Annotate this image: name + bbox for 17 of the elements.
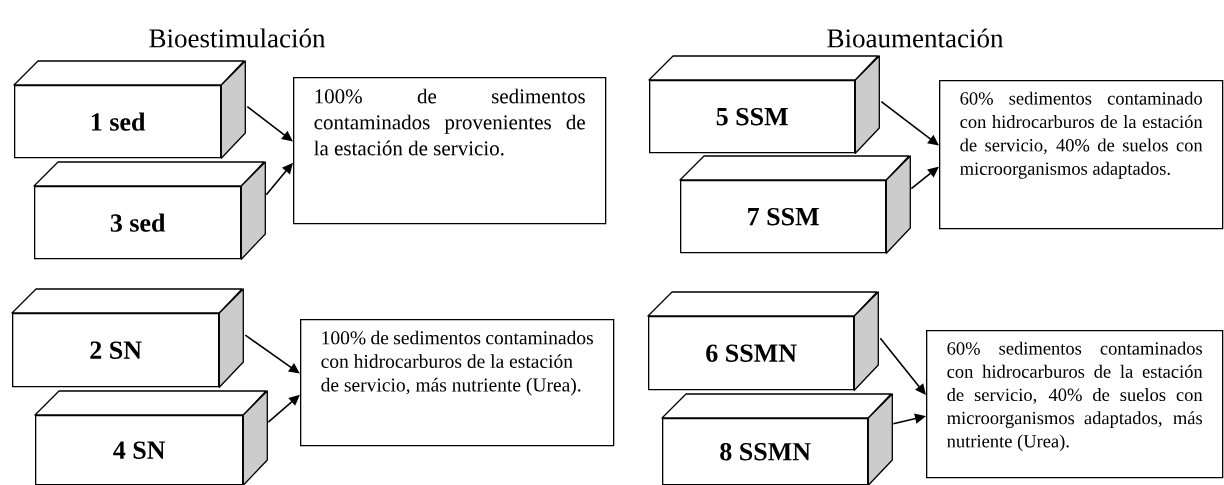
arrow bbox=[246, 105, 293, 142]
arrow bbox=[244, 334, 300, 374]
arrow bbox=[880, 100, 939, 146]
text-box: 100% de sedimentos contaminados provenientes de la estación de servicio. bbox=[293, 77, 607, 225]
text-box: 60% sedimentos contaminados con hidrocarburos de la estación de servicio, 40% de suelos con microorganismos adaptados, más nutriente (Urea). bbox=[926, 330, 1224, 479]
box-drawing: 2 SN bbox=[11, 288, 244, 388]
text-box: 60% sedimentos contaminado con hidrocarburos de la estación de servicio, 40% de suelos con microorganismos adaptados. bbox=[939, 80, 1224, 230]
text-box: 100% de sedimentos contaminados con hidrocarburos de la estación de servicio, más nutriente (Urea). bbox=[300, 319, 615, 447]
box-drawing: 7 SSM bbox=[679, 155, 911, 254]
box-drawing: 5 SSM bbox=[648, 55, 880, 154]
box-drawing: 4 SN bbox=[34, 390, 268, 485]
box-drawing: 1 sed bbox=[13, 60, 246, 159]
section-title: Bioaumentación bbox=[827, 28, 1004, 48]
box-drawing: 8 SSMN bbox=[661, 393, 893, 485]
box-drawing: 6 SSMN bbox=[647, 291, 879, 391]
box-drawing: 3 sed bbox=[33, 161, 266, 260]
section-title: Bioestimulación bbox=[149, 28, 326, 48]
